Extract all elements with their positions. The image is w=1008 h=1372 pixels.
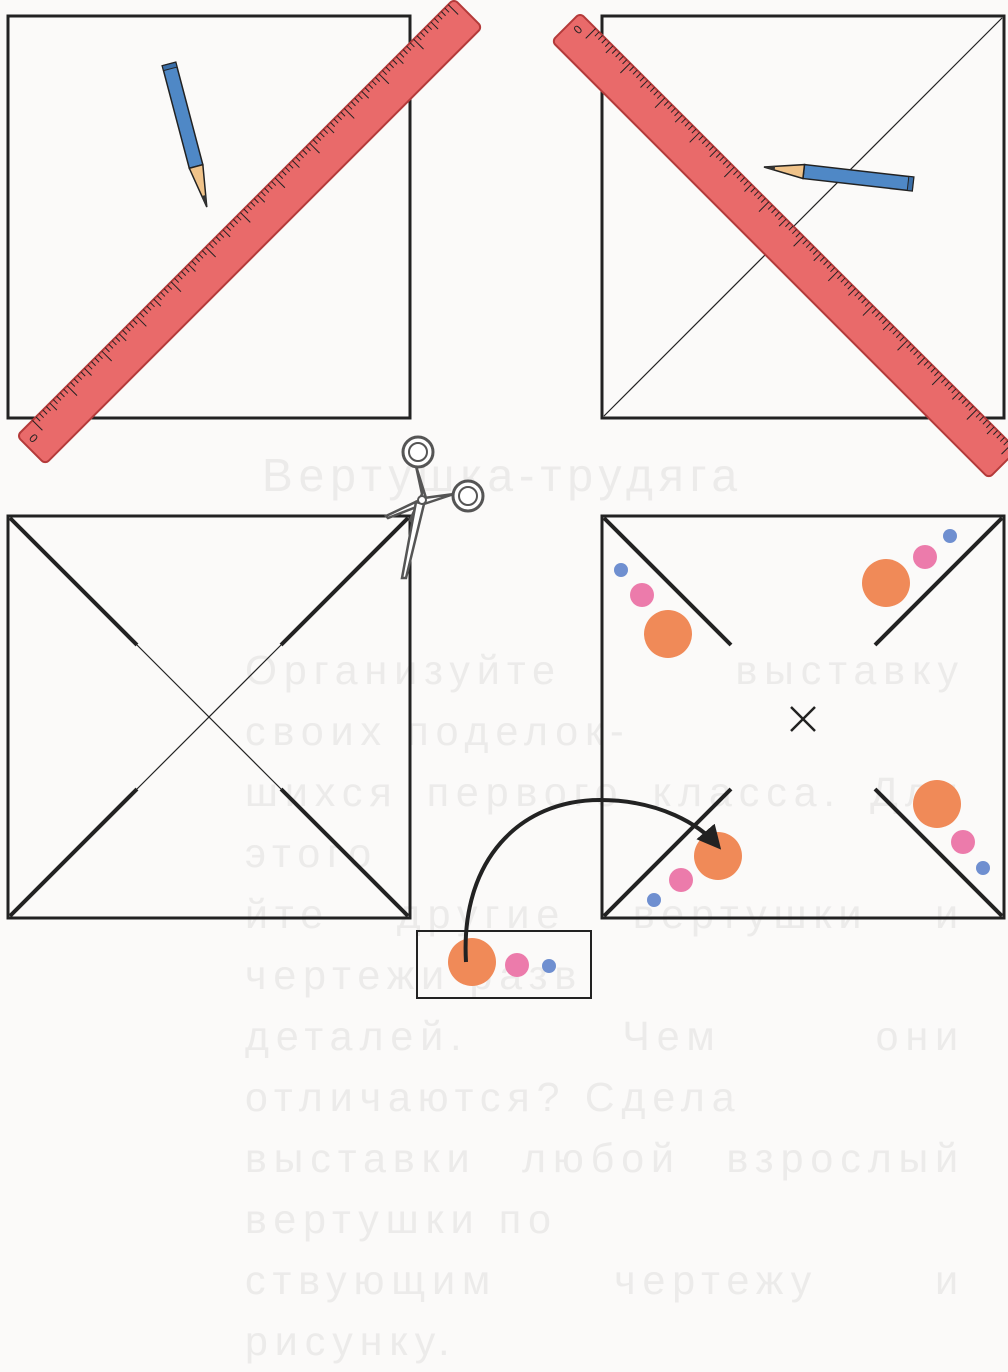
corner-dots-bottom-left [647,832,742,907]
corner-dots-bottom-right [913,780,990,875]
corner-dots-top-left [614,563,692,658]
drawn-diagonal [604,18,1002,416]
paper-square [8,16,410,418]
panel-step-3 [8,437,483,918]
cut-line-bottom-right [281,789,408,916]
corner-dots-top-right [862,529,957,607]
ruler-icon: 0 [552,13,1008,478]
dot-small [542,959,556,973]
cut-line-top-left [10,518,137,645]
dot-medium [505,953,529,977]
scissors-icon [386,437,483,578]
panel-step-1: 0 [8,0,482,464]
panel-step-4 [602,516,1004,918]
dot-legend-box [417,931,591,998]
dot-large [448,938,496,986]
ruler-body [552,13,1008,478]
ruler-body [17,0,482,464]
panel-step-2: 0 [552,13,1008,478]
ruler-icon: 0 [17,0,482,464]
center-pin-mark [791,707,815,731]
pencil-icon [162,62,213,209]
cut-line-top-right [281,518,408,645]
cut-line-bottom-left [10,789,137,916]
pencil-icon [763,160,914,191]
pinwheel-instruction-diagram: 0 0 [0,0,1008,1003]
